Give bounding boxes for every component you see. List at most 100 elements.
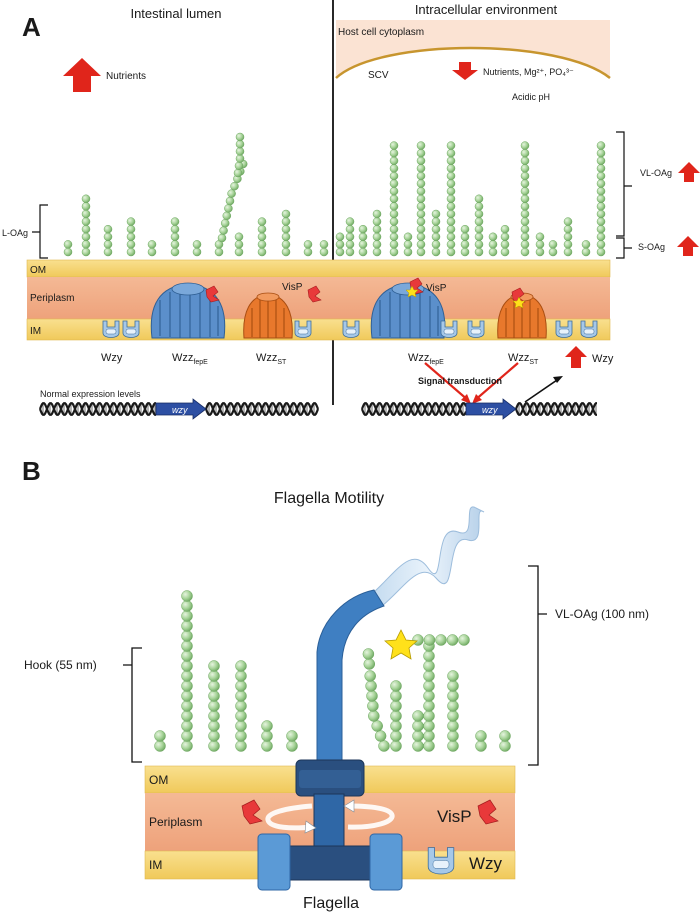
o-antigen-bead — [362, 648, 375, 660]
signal-arrow-right — [473, 362, 519, 402]
o-antigen-bead — [520, 240, 530, 249]
o-antigen-bead — [431, 224, 441, 234]
o-antigen-bead — [257, 240, 267, 249]
up-arrow-icon — [63, 58, 101, 92]
o-antigen-bead — [234, 232, 244, 242]
o-antigen-bead — [431, 209, 441, 219]
o-antigen-bead — [423, 690, 435, 702]
o-antigen-bead — [181, 710, 193, 722]
o-antigen-bead — [208, 740, 220, 752]
o-antigen-bead — [446, 224, 456, 234]
o-antigen-bead — [447, 670, 459, 682]
o-antigen-bead — [535, 247, 545, 257]
o-antigen-bead — [319, 240, 329, 249]
o-antigen-bead — [154, 740, 166, 752]
dna-strand — [360, 402, 467, 416]
o-antigen-bead — [596, 224, 606, 234]
o-antigen-bead — [345, 217, 355, 226]
o-antigen-bead — [446, 164, 456, 173]
o-antigen-bead — [335, 240, 345, 249]
o-antigen-bead — [520, 156, 530, 166]
o-antigen-bead — [181, 600, 193, 612]
normal-expression-label: Normal expression levels — [40, 389, 141, 399]
o-antigen-bead — [416, 247, 426, 257]
o-antigen-bead — [286, 740, 298, 752]
o-antigen-bead — [563, 224, 573, 234]
o-antigen-bead — [281, 209, 291, 219]
o-antigen-bead — [563, 247, 573, 257]
o-antigen-bead — [488, 232, 498, 242]
o-antigen-bead — [181, 620, 193, 632]
o-antigen-bead — [303, 247, 313, 257]
om-label-a: OM — [30, 265, 46, 276]
expression-arrowhead — [553, 376, 563, 383]
o-antigen-bead — [447, 720, 459, 732]
o-antigen-bead — [416, 164, 426, 173]
o-antigen-bead — [446, 247, 456, 257]
o-antigen-bead — [563, 217, 573, 226]
o-antigen-bead — [81, 232, 91, 242]
o-antigen-bead — [548, 247, 558, 257]
nutrients-down-label: Nutrients, Mg²⁺, PO₄³⁻ — [483, 67, 574, 77]
o-antigen-bead — [372, 224, 382, 234]
o-antigen-bead — [371, 720, 383, 732]
svg-text:wzy: wzy — [172, 405, 188, 415]
o-antigen-bead — [364, 670, 376, 682]
o-antigen-bead — [423, 720, 435, 732]
o-antigen-bead — [389, 186, 399, 196]
o-antigen-bead — [358, 232, 368, 242]
o-antigen-bead — [500, 232, 510, 242]
nutrients-up-label: Nutrients — [106, 71, 146, 82]
o-antigen-bead — [126, 217, 136, 226]
o-antigen-bead — [435, 634, 447, 646]
o-antigen-bead — [181, 630, 193, 642]
o-antigen-bead — [181, 590, 193, 602]
o-antigen-bead — [447, 680, 459, 692]
o-antigen-bead — [416, 240, 426, 249]
o-antigen-bead — [389, 217, 399, 226]
o-antigen-bead — [222, 211, 232, 221]
dna-strand — [38, 402, 156, 416]
visp-label-right: VisP — [426, 283, 447, 294]
svg-text:wzy: wzy — [482, 405, 498, 415]
signal-transduction-label: Signal transduction — [418, 376, 502, 386]
o-antigen-bead — [474, 240, 484, 249]
wzy-protein-core — [105, 328, 117, 335]
panel-b-label: B — [22, 456, 41, 486]
o-antigen-bead — [446, 209, 456, 219]
o-antigen-bead — [596, 247, 606, 257]
o-antigen-bead — [235, 720, 247, 732]
o-antigen-bead — [235, 670, 247, 682]
o-antigen-bead — [286, 730, 298, 742]
o-antigen-bead — [447, 690, 459, 702]
o-antigen-bead — [208, 670, 220, 682]
o-antigen-bead — [147, 240, 157, 249]
o-antigen-bead — [596, 209, 606, 219]
wzy-protein-core — [432, 860, 450, 869]
o-antigen-bead — [126, 232, 136, 242]
o-antigen-bead — [335, 247, 345, 257]
wzy-gene-right: wzy — [465, 398, 517, 420]
o-antigen-bead — [257, 247, 267, 257]
o-antigen-bead — [389, 247, 399, 257]
o-antigen-bead — [378, 740, 390, 752]
visp-protein-icon — [477, 799, 499, 825]
o-antigen-bead — [460, 232, 470, 242]
o-antigen-bead — [81, 247, 91, 257]
o-antigen-bead — [235, 730, 247, 742]
o-antigen-bead — [447, 700, 459, 712]
o-antigen-bead — [103, 224, 113, 234]
o-antigen-bead — [257, 217, 267, 226]
o-antigen-bead — [372, 217, 382, 226]
wzy-protein-core — [583, 328, 595, 335]
o-antigen-bead — [500, 224, 510, 234]
o-antigen-bead — [181, 730, 193, 742]
o-antigen-bead — [192, 247, 202, 257]
o-antigen-bead — [474, 202, 484, 211]
o-antigen-bead — [416, 217, 426, 226]
o-antigen-bead — [416, 232, 426, 242]
o-antigen-bead — [389, 171, 399, 181]
wzy-protein-core — [297, 328, 309, 335]
o-antigen-bead — [358, 240, 368, 249]
s-oag-bracket — [616, 237, 632, 259]
